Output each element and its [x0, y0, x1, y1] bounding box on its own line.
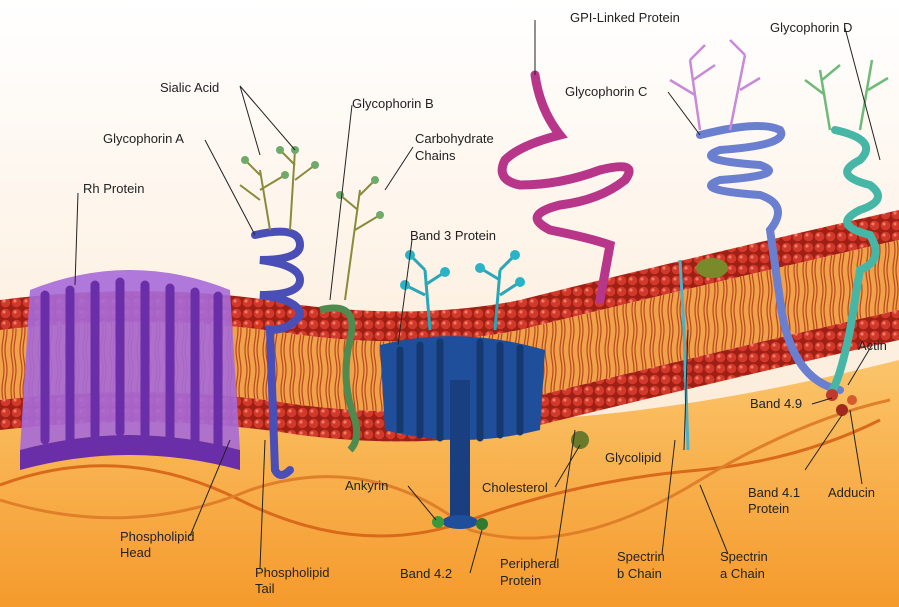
label-spectrin-b-2: b Chain [617, 566, 662, 581]
label-band-3-protein: Band 3 Protein [410, 228, 496, 243]
label-phospholipid-tail-2: Tail [255, 581, 275, 596]
label-carbohydrate-chains-1: Carbohydrate [415, 131, 494, 146]
band-4-2-blob [476, 518, 488, 530]
label-peripheral-protein-2: Protein [500, 573, 541, 588]
label-actin: Actin [858, 338, 887, 353]
label-rh-protein: Rh Protein [83, 181, 144, 196]
label-gpi-linked-protein: GPI-Linked Protein [570, 10, 680, 25]
label-carbohydrate-chains-2: Chains [415, 148, 456, 163]
label-band-4-1-2: Protein [748, 501, 789, 516]
label-band-4-2: Band 4.2 [400, 566, 452, 581]
label-phospholipid-head-2: Head [120, 545, 151, 560]
label-glycophorin-b: Glycophorin B [352, 96, 434, 111]
label-band-4-1-1: Band 4.1 [748, 485, 800, 500]
label-peripheral-protein-1: Peripheral [500, 556, 559, 571]
label-phospholipid-head-1: Phospholipid [120, 529, 194, 544]
label-spectrin-a-1: Spectrin [720, 549, 768, 564]
label-phospholipid-tail-1: Phospholipid [255, 565, 329, 580]
cholesterol-blob [696, 258, 728, 278]
rh-protein [20, 270, 240, 470]
label-glycophorin-d: Glycophorin D [770, 20, 852, 35]
label-glycolipid: Glycolipid [605, 450, 661, 465]
label-band-4-9: Band 4.9 [750, 396, 802, 411]
label-glycophorin-a: Glycophorin A [103, 131, 184, 146]
label-adducin: Adducin [828, 485, 875, 500]
label-spectrin-b-1: Spectrin [617, 549, 665, 564]
label-sialic-acid: Sialic Acid [160, 80, 219, 95]
label-cholesterol: Cholesterol [482, 480, 548, 495]
label-ankyrin: Ankyrin [345, 478, 388, 493]
label-glycophorin-c: Glycophorin C [565, 84, 647, 99]
label-spectrin-a-2: a Chain [720, 566, 765, 581]
